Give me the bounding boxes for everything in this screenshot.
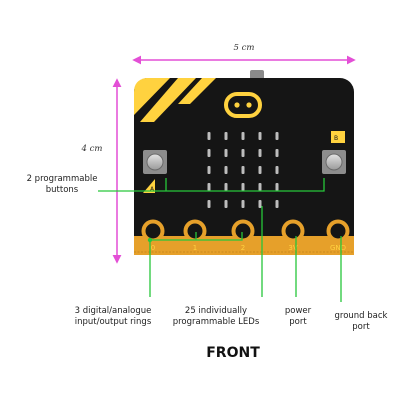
rings-callout-branch: [150, 232, 243, 241]
label-ground: ground back port: [335, 311, 388, 332]
button-a[interactable]: A: [143, 150, 167, 193]
led: [224, 200, 228, 208]
svg-text:port: port: [289, 317, 307, 327]
logo-dot: [234, 102, 240, 108]
label-power: power port: [285, 306, 312, 327]
led: [258, 183, 262, 191]
led: [241, 149, 245, 157]
svg-text:2 programmable: 2 programmable: [27, 174, 98, 184]
led: [275, 200, 279, 208]
microbit-board: A B 0 1 2: [134, 70, 354, 255]
width-dimension: 5 cm: [132, 43, 356, 65]
svg-text:ground back: ground back: [335, 311, 388, 321]
led: [207, 183, 211, 191]
led: [275, 132, 279, 140]
led: [207, 200, 211, 208]
height-label: 4 cm: [81, 144, 103, 154]
microbit-logo: [224, 92, 262, 118]
logo-dot: [246, 102, 252, 108]
front-title: FRONT: [206, 345, 260, 361]
pin-1-label: 1: [193, 244, 197, 252]
led: [224, 132, 228, 140]
svg-text:25 individually: 25 individually: [185, 306, 247, 316]
pin-0-label: 0: [151, 244, 155, 252]
led: [275, 166, 279, 174]
led: [224, 183, 228, 191]
pin-1[interactable]: 1: [183, 219, 207, 253]
buttons-callout: [98, 178, 325, 192]
led: [207, 132, 211, 140]
svg-text:3 digital/analogue: 3 digital/analogue: [75, 306, 152, 316]
button-a-marker: [143, 179, 155, 193]
label-leds: 25 individually programmable LEDs: [173, 306, 260, 327]
svg-text:programmable LEDs: programmable LEDs: [173, 317, 260, 327]
led: [224, 149, 228, 157]
led: [275, 149, 279, 157]
led: [275, 183, 279, 191]
led: [241, 200, 245, 208]
callout-lines: [98, 178, 342, 302]
svg-text:port: port: [352, 322, 370, 332]
pin-2[interactable]: 2: [231, 219, 255, 253]
led: [207, 166, 211, 174]
button-b[interactable]: B: [322, 131, 346, 174]
usb-connector: [250, 70, 264, 80]
pin-3v-label: 3V: [288, 244, 297, 252]
svg-text:buttons: buttons: [46, 185, 79, 195]
pin-gnd-label: GND: [330, 244, 346, 252]
led: [241, 132, 245, 140]
button-b-letter: B: [334, 135, 338, 142]
width-label: 5 cm: [234, 43, 255, 53]
led: [258, 200, 262, 208]
corner-graphic: [140, 78, 196, 122]
led: [258, 132, 262, 140]
height-dimension: 4 cm: [81, 78, 122, 264]
pin-2-label: 2: [241, 244, 245, 252]
led: [207, 149, 211, 157]
svg-text:input/output rings: input/output rings: [75, 317, 152, 327]
led: [241, 183, 245, 191]
led: [241, 166, 245, 174]
button-b-marker: [331, 131, 345, 143]
led: [258, 149, 262, 157]
led: [258, 166, 262, 174]
corner-graphic: [134, 78, 170, 115]
label-buttons: 2 programmable buttons: [27, 174, 98, 195]
button-a-letter: A: [150, 186, 155, 193]
svg-text:power: power: [285, 306, 312, 316]
callout-dot: [147, 237, 153, 243]
corner-graphic: [178, 78, 216, 104]
pin-gnd[interactable]: GND: [326, 219, 350, 253]
led-matrix: [207, 132, 279, 208]
label-rings: 3 digital/analogue input/output rings: [75, 306, 152, 327]
pin-3v[interactable]: 3V: [281, 219, 305, 253]
led: [224, 166, 228, 174]
